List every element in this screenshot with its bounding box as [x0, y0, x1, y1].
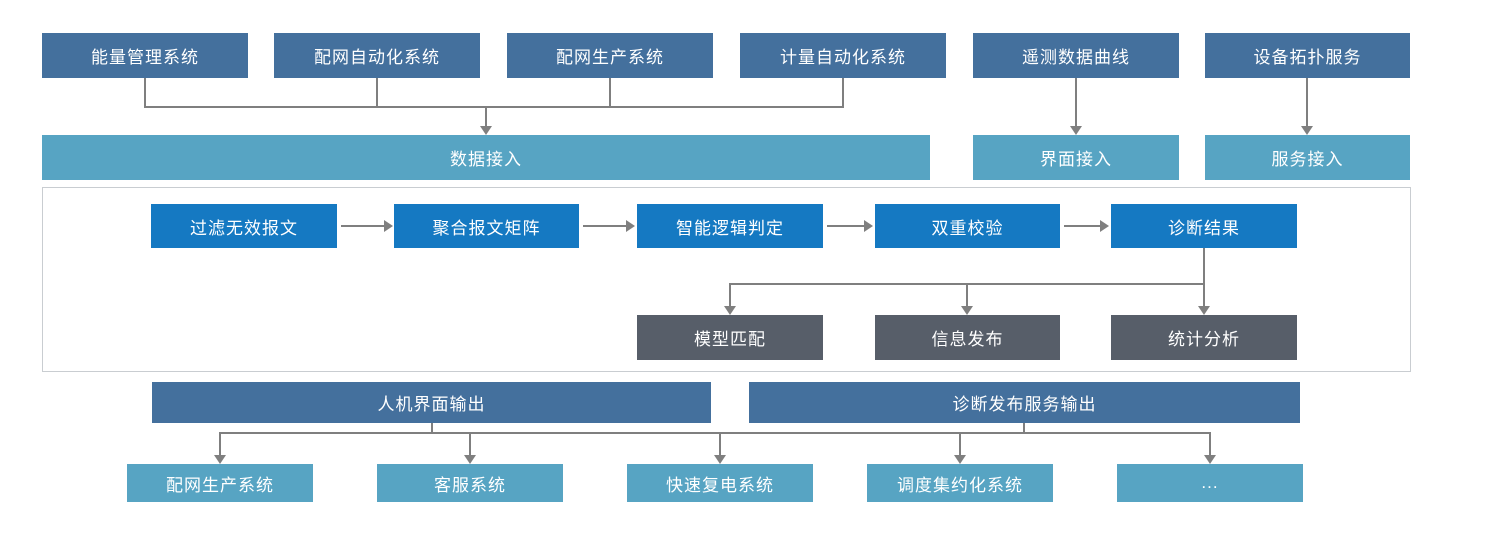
- node-double-verification: 双重校验: [875, 204, 1060, 248]
- connector-line: [219, 432, 221, 456]
- node-source-telemetry-data-curve: 遥测数据曲线: [973, 33, 1179, 78]
- connector-line: [1064, 225, 1100, 227]
- node-diagnosis-publish-service-output-bus: 诊断发布服务输出: [749, 382, 1300, 423]
- node-source-distribution-production-system: 配网生产系统: [507, 33, 713, 78]
- arrow-down-icon: [1301, 126, 1313, 135]
- node-information-release: 信息发布: [875, 315, 1060, 360]
- node-hmi-output-bus: 人机界面输出: [152, 382, 711, 423]
- connector-line: [1203, 283, 1205, 307]
- connector-line: [959, 432, 961, 456]
- connector-line: [729, 283, 731, 307]
- connector-line: [842, 78, 844, 108]
- connector-line: [1075, 78, 1077, 127]
- arrow-down-icon: [480, 126, 492, 135]
- connector-line: [485, 106, 487, 127]
- arrow-down-icon: [1198, 306, 1210, 315]
- node-consumer-rapid-power-restoration-system: 快速复电系统: [627, 464, 813, 502]
- node-statistical-analysis: 统计分析: [1111, 315, 1297, 360]
- arrow-down-icon: [714, 455, 726, 464]
- node-filter-invalid-messages: 过滤无效报文: [151, 204, 337, 248]
- node-consumer-customer-service-system: 客服系统: [377, 464, 563, 502]
- node-consumer-distribution-production-system: 配网生产系统: [127, 464, 313, 502]
- connector-line: [583, 225, 626, 227]
- arrow-down-icon: [1204, 455, 1216, 464]
- connector-line: [719, 432, 721, 456]
- arrow-down-icon: [961, 306, 973, 315]
- connector-line: [1023, 423, 1025, 434]
- node-aggregate-message-matrix: 聚合报文矩阵: [394, 204, 579, 248]
- connector-line: [1306, 78, 1308, 127]
- node-ui-access-layer: 界面接入: [973, 135, 1179, 180]
- node-source-energy-management-system: 能量管理系统: [42, 33, 248, 78]
- arrow-down-icon: [464, 455, 476, 464]
- node-intelligent-logic-judgment: 智能逻辑判定: [637, 204, 823, 248]
- arrow-down-icon: [724, 306, 736, 315]
- connector-rail: [144, 106, 844, 108]
- node-consumer-more-ellipsis: ...: [1117, 464, 1303, 502]
- connector-line: [966, 283, 968, 307]
- connector-line: [469, 432, 471, 456]
- connector-line: [144, 78, 146, 108]
- connector-line: [827, 225, 864, 227]
- connector-line: [376, 78, 378, 108]
- connector-line: [341, 225, 384, 227]
- arrow-right-icon: [864, 220, 873, 232]
- node-service-access-layer: 服务接入: [1205, 135, 1410, 180]
- connector-rail: [219, 432, 1211, 434]
- node-model-matching: 模型匹配: [637, 315, 823, 360]
- connector-line: [431, 423, 433, 434]
- arrow-down-icon: [214, 455, 226, 464]
- connector-line: [609, 78, 611, 108]
- connector-line: [1203, 248, 1205, 285]
- node-diagnosis-result: 诊断结果: [1111, 204, 1297, 248]
- arrow-right-icon: [626, 220, 635, 232]
- node-source-metering-automation-system: 计量自动化系统: [740, 33, 946, 78]
- arrow-down-icon: [1070, 126, 1082, 135]
- diagnosis-engine-container: [42, 187, 1411, 372]
- connector-line: [1209, 432, 1211, 456]
- arrow-right-icon: [1100, 220, 1109, 232]
- node-source-distribution-automation-system: 配网自动化系统: [274, 33, 480, 78]
- node-source-device-topology-service: 设备拓扑服务: [1205, 33, 1410, 78]
- node-data-access-layer: 数据接入: [42, 135, 930, 180]
- arrow-right-icon: [384, 220, 393, 232]
- arrow-down-icon: [954, 455, 966, 464]
- node-consumer-dispatch-intensive-system: 调度集约化系统: [867, 464, 1053, 502]
